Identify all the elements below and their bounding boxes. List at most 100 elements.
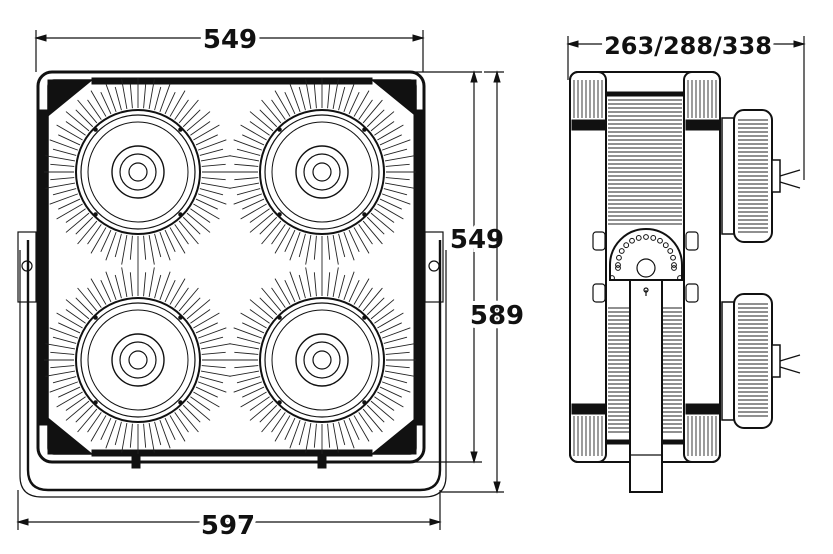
fin-line bbox=[197, 381, 227, 393]
fin-line bbox=[154, 233, 162, 258]
fin-line bbox=[190, 208, 211, 223]
fin-line bbox=[379, 322, 402, 334]
fin-line bbox=[234, 177, 259, 181]
fin-line bbox=[164, 417, 176, 440]
fin-line bbox=[148, 79, 155, 110]
fin-line bbox=[338, 233, 346, 258]
fin-line bbox=[100, 92, 112, 115]
fin-line bbox=[229, 343, 260, 350]
fin-line bbox=[169, 415, 186, 442]
fin-line bbox=[383, 336, 408, 344]
fin-line bbox=[332, 267, 339, 298]
fin-line bbox=[240, 203, 267, 220]
dimension-depth: 263/288/338 bbox=[566, 28, 806, 180]
fin-line bbox=[182, 216, 201, 235]
fin-line bbox=[377, 124, 404, 141]
fin-line bbox=[114, 274, 122, 299]
fin-line bbox=[338, 274, 346, 299]
fin-line bbox=[121, 234, 128, 265]
fin-line bbox=[289, 231, 301, 261]
fin-line bbox=[358, 412, 373, 433]
fin-line bbox=[114, 233, 122, 258]
fin-line bbox=[362, 220, 383, 245]
fin-line bbox=[313, 423, 317, 448]
fin-line bbox=[298, 274, 306, 299]
fin-line bbox=[259, 404, 278, 423]
fin-line bbox=[379, 386, 402, 398]
fin-line bbox=[87, 287, 102, 308]
fin-line bbox=[199, 148, 224, 156]
fin-line bbox=[305, 267, 312, 298]
fin-line bbox=[358, 224, 373, 245]
fin-line bbox=[77, 220, 98, 245]
fin-line bbox=[129, 272, 133, 297]
fin-line bbox=[338, 421, 346, 446]
optic-module-2 bbox=[259, 109, 385, 235]
fin-line bbox=[154, 86, 162, 111]
fin-line bbox=[236, 148, 261, 156]
fin-line bbox=[169, 90, 186, 117]
fin-line bbox=[178, 220, 199, 245]
fin-line bbox=[374, 208, 395, 223]
fin-line bbox=[197, 193, 227, 205]
fin-line bbox=[199, 336, 224, 344]
dimension-bottom-width: 597 bbox=[16, 490, 442, 545]
fin-line bbox=[121, 267, 128, 298]
fin-line bbox=[186, 299, 211, 320]
fin-line bbox=[343, 271, 355, 301]
fin-line bbox=[65, 111, 90, 132]
fin-line bbox=[366, 109, 385, 128]
fin-line bbox=[45, 182, 76, 189]
fin-line bbox=[90, 278, 107, 305]
fin-line bbox=[259, 216, 278, 235]
fin-line bbox=[229, 182, 260, 189]
fin-line bbox=[327, 423, 331, 448]
fin-line bbox=[90, 227, 107, 254]
fin-line bbox=[182, 297, 201, 316]
fin-line bbox=[201, 163, 226, 167]
fin-line bbox=[284, 417, 296, 440]
optic-module-3 bbox=[75, 297, 201, 423]
tilt-angle-scale bbox=[609, 234, 683, 281]
fin-line bbox=[197, 139, 227, 151]
fin-line bbox=[249, 396, 270, 411]
fin-line bbox=[338, 86, 346, 111]
fin-line bbox=[381, 193, 411, 205]
dimension-right-height: 549 bbox=[410, 70, 508, 464]
fin-line bbox=[385, 177, 410, 181]
fin-line bbox=[233, 327, 263, 339]
fin-line bbox=[374, 309, 395, 324]
fin-line bbox=[195, 134, 218, 146]
fin-line bbox=[45, 155, 76, 162]
driver-unit-2 bbox=[721, 293, 801, 429]
fin-line bbox=[105, 419, 117, 449]
fin-line bbox=[114, 421, 122, 446]
fin-line bbox=[193, 124, 220, 141]
fin-line bbox=[100, 229, 112, 252]
fin-line bbox=[193, 312, 220, 329]
fin-line bbox=[174, 412, 189, 433]
fin-line bbox=[353, 415, 370, 442]
fin-line bbox=[52, 336, 77, 344]
fin-line bbox=[274, 90, 291, 117]
fin-line bbox=[201, 365, 226, 369]
fin-line bbox=[242, 386, 265, 398]
fin-line bbox=[65, 121, 86, 136]
fin-line bbox=[229, 155, 260, 162]
fin-line bbox=[377, 391, 404, 408]
fin-line bbox=[100, 417, 112, 440]
fin-line bbox=[45, 370, 76, 377]
fin-line bbox=[366, 404, 385, 423]
fin-line bbox=[362, 287, 383, 312]
depth-263-288-338-label: 263/288/338 bbox=[604, 32, 772, 60]
fin-line bbox=[305, 422, 312, 453]
fin-line bbox=[75, 216, 94, 235]
fin-line bbox=[58, 198, 81, 210]
fin-line bbox=[193, 391, 220, 408]
fin-line bbox=[249, 299, 274, 320]
fin-line bbox=[348, 417, 360, 440]
fin-line bbox=[249, 309, 270, 324]
fin-line bbox=[236, 188, 261, 196]
fin-line bbox=[114, 86, 122, 111]
